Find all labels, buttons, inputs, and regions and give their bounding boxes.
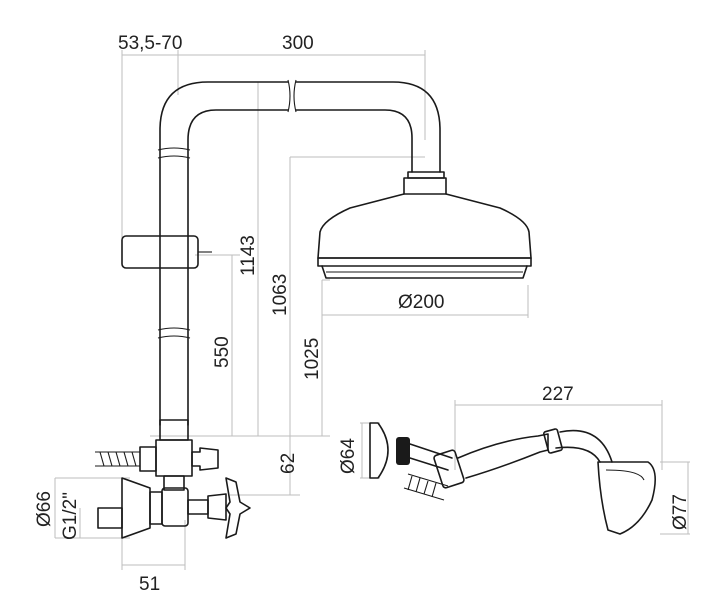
dim-hand-shower-length: 227: [542, 384, 574, 405]
dim-reach-range: 53,5-70: [118, 33, 182, 54]
diverter-valve: [95, 419, 219, 491]
dimension-labels: 53,5-70 300 1143 1063 1025 550 62 Ø200 Ø…: [34, 33, 691, 595]
dim-thread: G1/2": [60, 492, 81, 540]
dim-flange-diameter: Ø66: [34, 491, 55, 527]
dim-height-to-head-bottom: 1025: [302, 338, 323, 380]
shower-column: [121, 79, 441, 426]
dim-wall-bracket-diameter: Ø64: [338, 438, 359, 474]
overhead-shower-head: [317, 171, 532, 279]
wall-valve: [97, 477, 251, 539]
dim-valve-depth: 51: [139, 574, 160, 595]
dim-hand-shower-diameter: Ø77: [670, 494, 691, 530]
dim-total-height: 1143: [238, 235, 259, 276]
dim-arm-length: 300: [282, 33, 314, 54]
dim-height-to-head: 1063: [270, 274, 291, 316]
hand-shower: [369, 422, 656, 535]
dim-head-diameter: Ø200: [398, 292, 444, 313]
dim-inlet-to-valve: 62: [278, 453, 299, 474]
dim-slider-height: 550: [212, 336, 233, 368]
